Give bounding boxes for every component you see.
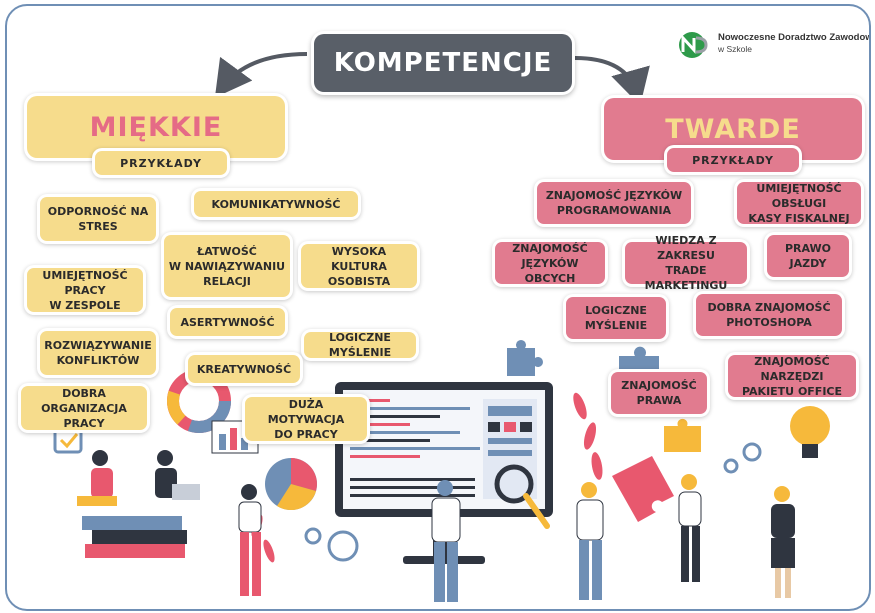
soft-skill-item: DOBRA ORGANIZACJA PRACY [21,386,147,430]
pie-chart-illustration [265,458,317,511]
light-bulb-illustration [790,406,830,458]
arrow-to-hard [574,56,650,106]
soft-skill-item: WYSOKA KULTURA OSOBISTA [301,244,417,288]
soft-skill-item: LOGICZNE MYŚLENIE [304,331,416,359]
soft-skill-item: UMIEJĘTNOŚĆ PRACY W ZESPOLE [27,268,143,312]
infographic-frame: KOMPETENCJE Nowoczesne Doradztwo Zawodow… [5,4,871,611]
gear-illustrations [304,442,762,562]
person-illustrations [77,450,795,602]
hard-skill-item: DOBRA ZNAJOMOŚĆ PHOTOSHOPA [696,294,842,336]
hard-skill-item: ZNAJOMOŚĆ JĘZYKÓW OBCYCH [495,242,605,285]
logo-line2: w Szkole [718,44,753,54]
puzzle-illustrations [507,340,701,522]
hard-skill-item: ZNAJOMOŚĆ PRAWA [611,372,707,414]
hard-skill-item: PRAWO JAZDY [767,235,849,277]
soft-skill-item: ODPORNOŚĆ NA STRES [40,197,156,241]
title-kompetencje: KOMPETENCJE [314,34,572,92]
soft-skill-item: ASERTYWNOŚĆ [170,308,285,336]
arrow-to-soft [214,52,308,98]
logo-line1: Nowoczesne Doradztwo Zawodowe [718,32,871,43]
nd-logo-icon [679,32,708,58]
hard-skills-subheading: PRZYKŁADY [667,148,799,172]
soft-skills-subheading: PRZYKŁADY [95,151,227,175]
soft-skills-heading: MIĘKKIE [27,96,285,158]
hard-skill-item: ZNAJOMOŚĆ JĘZYKÓW PROGRAMOWANIA [537,182,691,224]
soft-skill-item: ŁATWOŚĆ W NAWIĄZYWANIU RELACJI [164,235,290,297]
soft-skill-item: ROZWIĄZYWANIE KONFLIKTÓW [40,331,156,375]
logo: Nowoczesne Doradztwo Zawodowe w Szkole [674,30,869,62]
check-bubble-illustration [53,428,83,454]
soft-skill-item: KREATYWNOŚĆ [188,355,300,383]
soft-skill-item: DUŻA MOTYWACJA DO PRACY [245,397,367,441]
hard-skill-item: WIEDZA Z ZAKRESU TRADE MARKETINGU [625,234,747,292]
soft-skill-item: KOMUNIKATYWNOŚĆ [194,191,358,217]
hard-skill-item: LOGICZNE MYŚLENIE [566,297,666,339]
hard-skill-item: UMIEJĘTNOŚĆ OBSŁUGI KASY FISKALNEJ [737,182,861,225]
illustration-layer [53,52,830,602]
hard-skill-item: ZNAJOMOŚĆ NARZĘDZI PAKIETU OFFICE [728,355,856,398]
